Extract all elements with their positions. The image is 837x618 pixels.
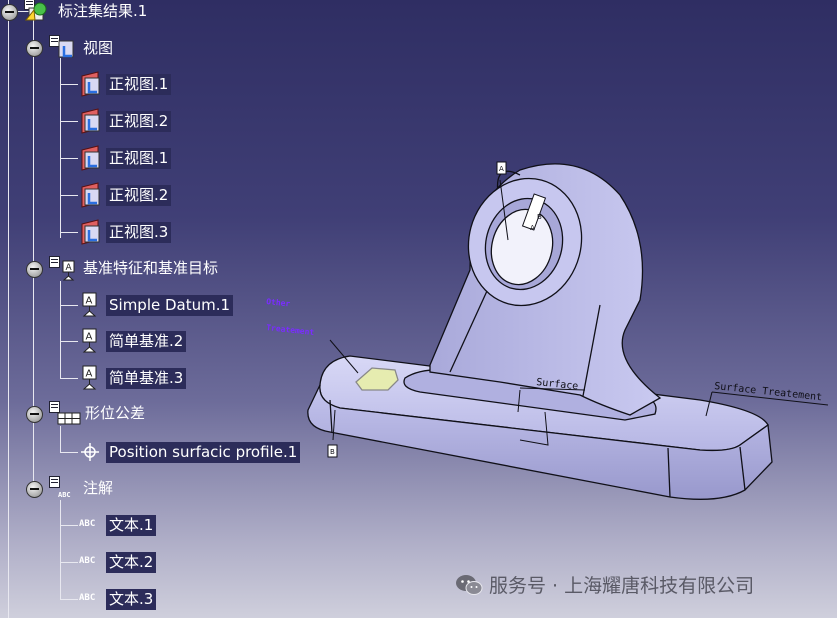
tree-branch-line xyxy=(60,378,78,379)
view-item[interactable]: 正视图.1 xyxy=(106,147,172,169)
datum-group-icon: A xyxy=(62,260,75,281)
svg-text:A: A xyxy=(86,296,93,307)
datum-item[interactable]: 简单基准.2 xyxy=(106,330,187,352)
tolerance-frame-ref: A xyxy=(530,224,535,232)
svg-text:A: A xyxy=(86,369,93,380)
tree-branch-line xyxy=(33,20,34,490)
position-crosshair-icon xyxy=(81,443,99,461)
rib-edge xyxy=(449,279,493,373)
tree-branch-line xyxy=(60,195,78,196)
abc-text-icon: ABC xyxy=(79,593,96,603)
tree-branch-line xyxy=(60,341,78,342)
note-item[interactable]: 文本.3 xyxy=(106,588,157,610)
tree-branch-line xyxy=(60,58,61,238)
front-view-icon xyxy=(81,219,100,245)
datums-expander[interactable] xyxy=(26,261,43,278)
notes-expander[interactable] xyxy=(26,481,43,498)
svg-text:A: A xyxy=(86,332,93,343)
group-label-views[interactable]: 视图 xyxy=(83,38,114,57)
view-item[interactable]: 正视图.1 xyxy=(106,73,172,95)
treated-surface-patch[interactable] xyxy=(355,367,399,391)
tree-branch-line xyxy=(60,121,78,122)
tree-trunk xyxy=(8,0,9,618)
front-view-icon xyxy=(81,182,100,208)
datum-icon: A xyxy=(82,328,97,353)
specification-tree: 标注集结果.1 视图 正视图.1 正视图.2 正视图.1 正视图.2 xyxy=(0,0,330,618)
bracket-part[interactable] xyxy=(307,163,773,500)
wechat-icon xyxy=(456,574,483,595)
datum-icon: A xyxy=(82,292,97,317)
leader-line xyxy=(711,391,829,406)
datum-icon: A xyxy=(82,365,97,390)
base-edge xyxy=(329,399,333,434)
root-expander[interactable] xyxy=(1,4,18,21)
annotation-other-top[interactable]: Other xyxy=(266,297,291,308)
tree-branch-line xyxy=(60,562,78,563)
datum-flag[interactable]: A xyxy=(496,161,507,175)
annotation-leaders xyxy=(329,179,829,446)
tolerance-item[interactable]: Position surfacic profile.1 xyxy=(106,441,301,463)
tolerances-expander[interactable] xyxy=(26,406,43,423)
datum-flag-label: A xyxy=(499,165,504,173)
tolerance-frame-ref: B xyxy=(537,213,542,221)
tree-branch-line xyxy=(60,426,61,452)
front-view-icon xyxy=(81,145,100,171)
datum-item[interactable]: 简单基准.3 xyxy=(106,367,187,389)
watermark: 服务号 · 上海耀唐科技有限公司 xyxy=(455,571,754,598)
view-item[interactable]: 正视图.2 xyxy=(106,184,172,206)
slot-groove xyxy=(403,369,657,421)
base-front-face xyxy=(307,384,773,500)
tree-branch-line xyxy=(60,281,61,378)
annotation-other-bottom[interactable]: Treatement xyxy=(266,323,315,337)
rib-edge xyxy=(582,304,601,397)
views-icon xyxy=(58,40,74,58)
leader-line xyxy=(499,179,509,241)
abc-group-icon: ABC xyxy=(58,491,71,499)
tree-branch-line xyxy=(60,525,78,526)
leader-line xyxy=(517,389,521,413)
base-edge xyxy=(739,446,746,491)
tolerance-group-icon xyxy=(57,412,81,425)
abc-text-icon: ABC xyxy=(79,556,96,566)
annotation-set-icon xyxy=(24,2,47,21)
annotation-surface-treatment[interactable]: Surface Treatement xyxy=(714,381,823,403)
view-item[interactable]: 正视图.2 xyxy=(106,110,172,132)
note-item[interactable]: 文本.1 xyxy=(106,514,157,536)
abc-text-icon: ABC xyxy=(79,519,96,529)
view-item[interactable]: 正视图.3 xyxy=(106,221,172,243)
group-label-tolerances[interactable]: 形位公差 xyxy=(85,403,146,422)
datum-flag-label: B xyxy=(330,448,335,456)
tree-branch-line xyxy=(60,452,78,453)
tolerances-mini-icon xyxy=(49,401,60,413)
base-edge xyxy=(667,447,671,498)
note-item[interactable]: 文本.2 xyxy=(106,551,157,573)
watermark-text: 服务号 · 上海耀唐科技有限公司 xyxy=(489,575,755,597)
svg-text:A: A xyxy=(66,263,73,273)
tree-branch-line xyxy=(8,11,30,12)
notes-mini-icon xyxy=(49,476,60,488)
group-label-datums[interactable]: 基准特征和基准目标 xyxy=(83,258,219,277)
tolerance-frame[interactable]: A B xyxy=(521,193,547,232)
leader-line xyxy=(519,411,549,446)
tree-branch-line xyxy=(60,305,78,306)
datums-mini-icon xyxy=(49,256,60,268)
annotation-surface[interactable]: Surface xyxy=(536,377,579,392)
leader-line xyxy=(329,339,359,374)
tree-branch-line xyxy=(60,232,78,233)
datum-flag[interactable]: B xyxy=(327,444,338,458)
front-view-icon xyxy=(81,71,100,97)
group-label-notes[interactable]: 注解 xyxy=(83,478,114,497)
tree-branch-line xyxy=(60,158,78,159)
views-expander[interactable] xyxy=(26,40,43,57)
leader-line xyxy=(705,391,713,417)
root-label[interactable]: 标注集结果.1 xyxy=(58,1,148,20)
front-view-icon xyxy=(81,108,100,134)
tree-branch-line xyxy=(60,84,78,85)
leader-line xyxy=(332,409,336,441)
leader-line xyxy=(519,387,586,391)
tree-branch-line xyxy=(60,500,61,600)
tree-branch-line xyxy=(60,599,78,600)
datum-item[interactable]: Simple Datum.1 xyxy=(106,294,234,316)
